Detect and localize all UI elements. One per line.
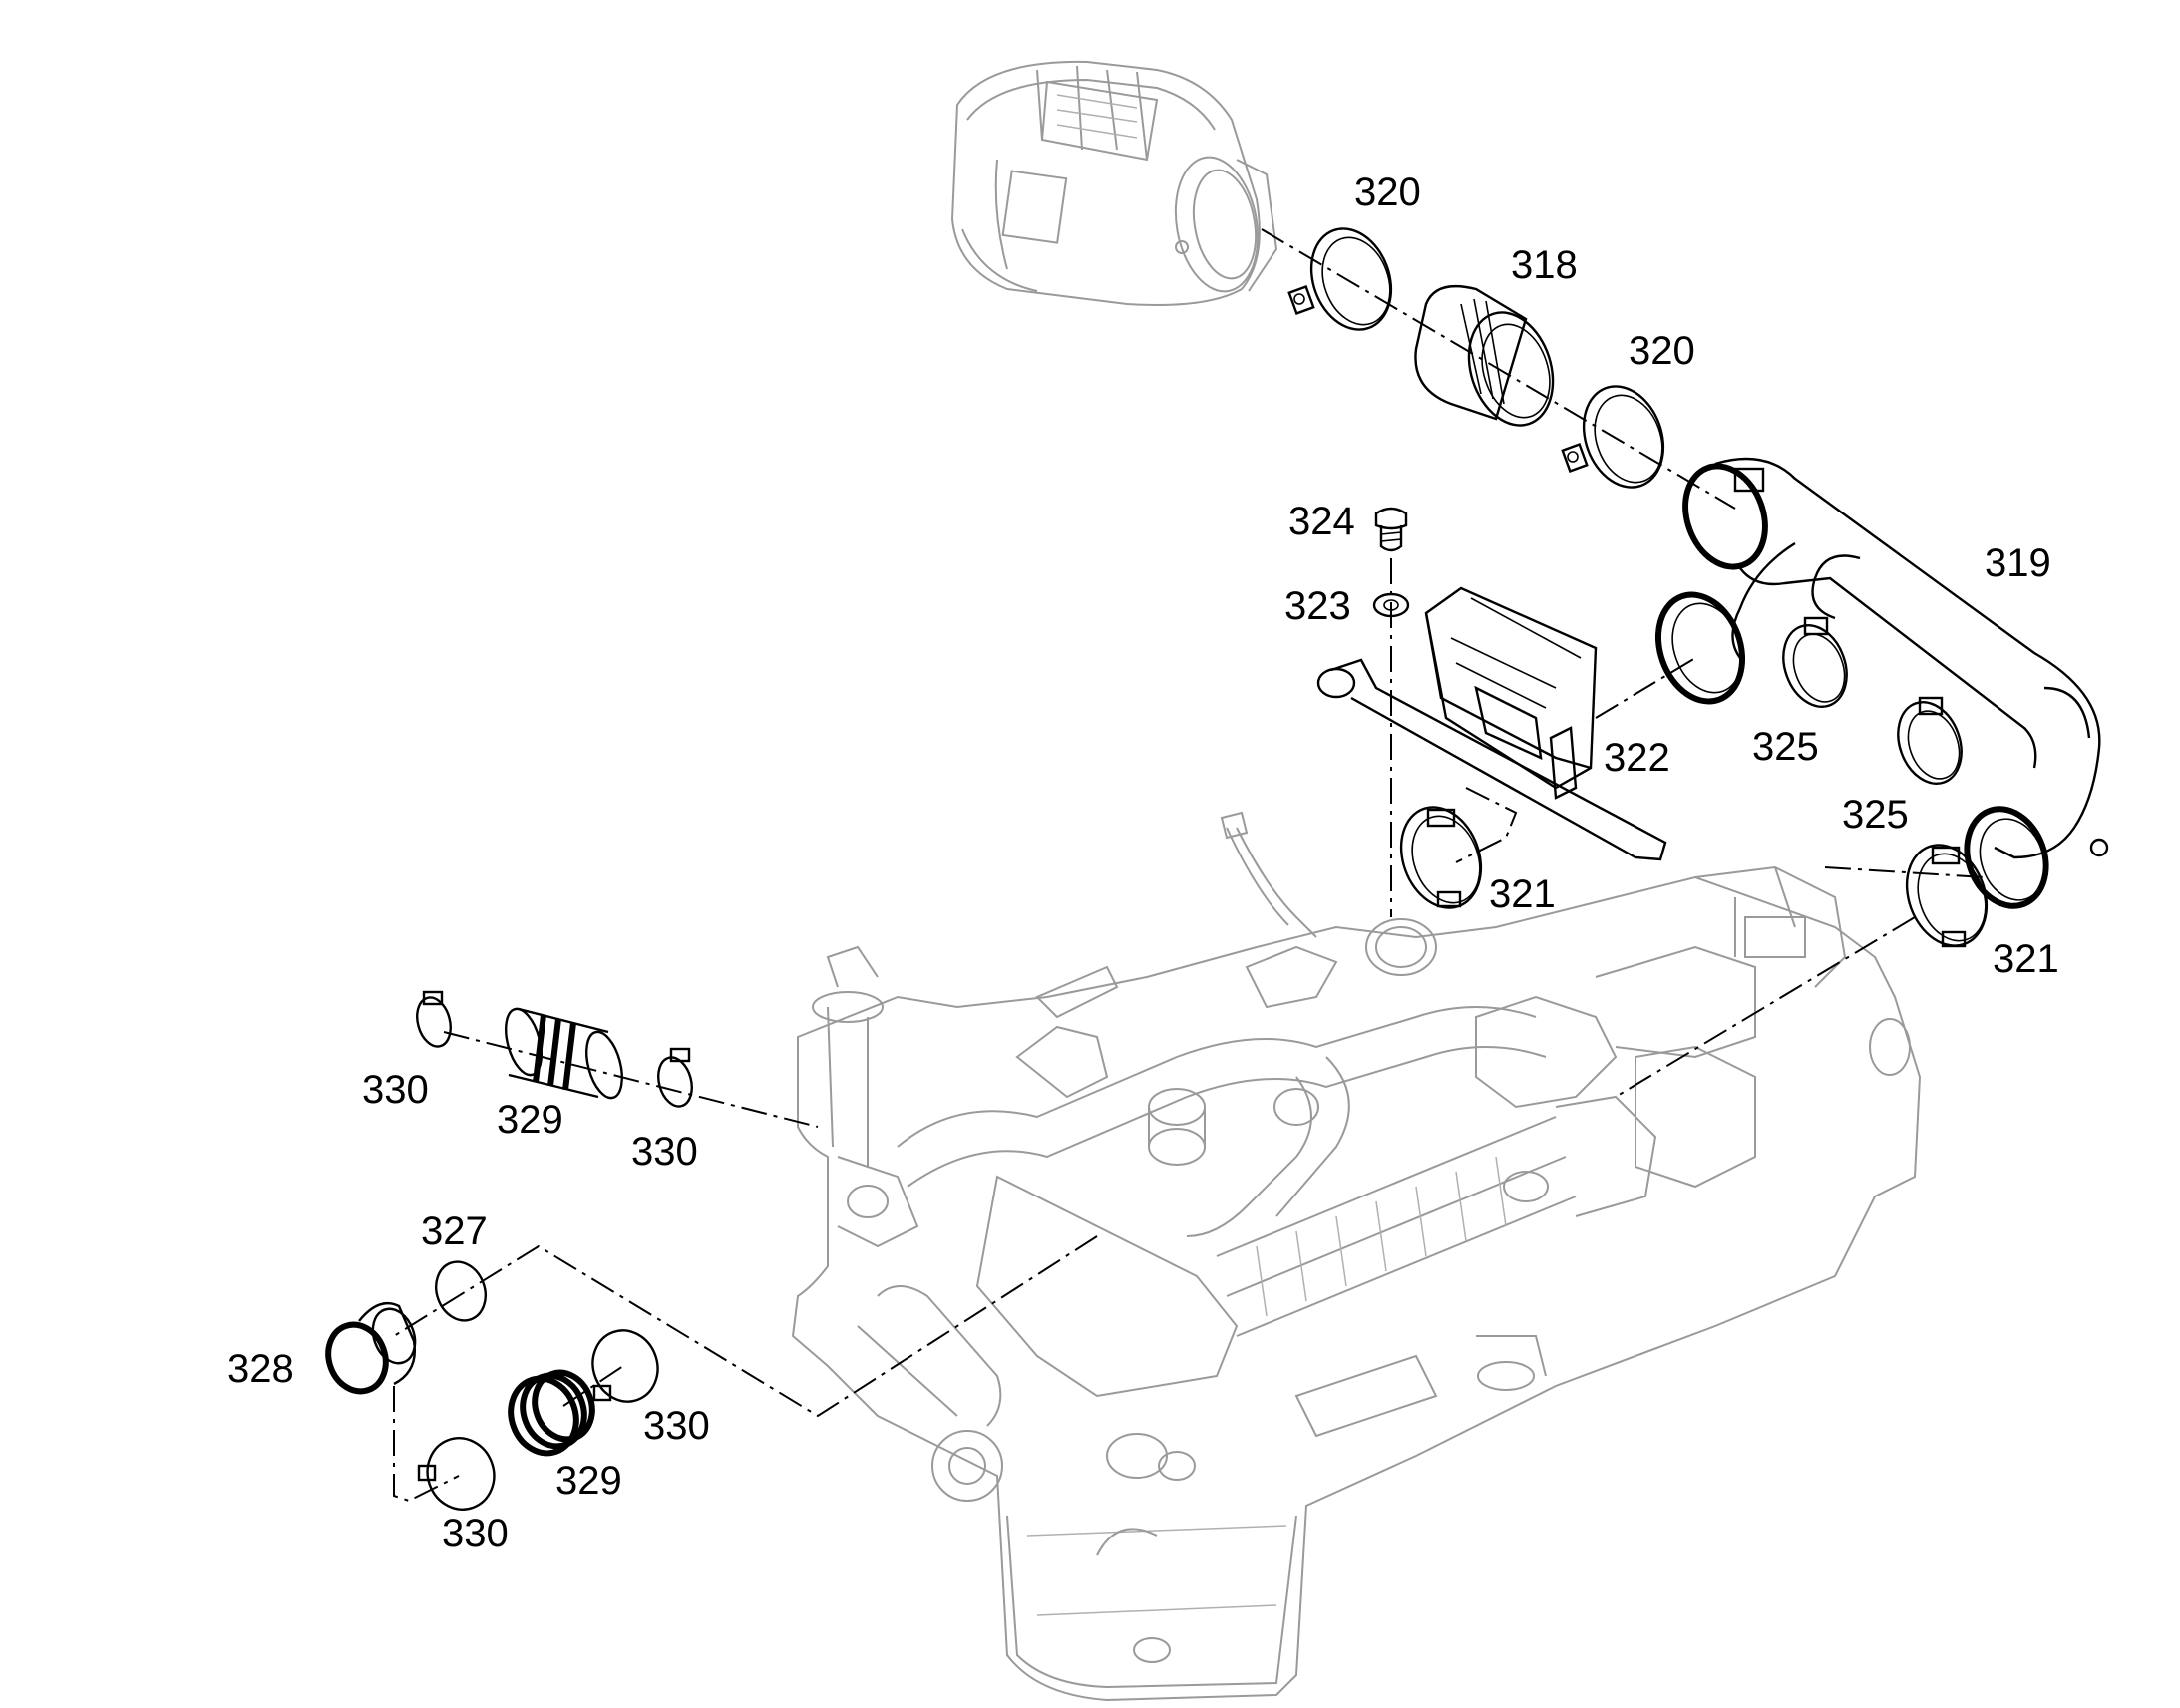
- callout-324: 324: [1288, 500, 1355, 543]
- elbow-328: [325, 1301, 417, 1395]
- bracket-322: [1316, 586, 1667, 861]
- callout-319: 319: [1985, 541, 2051, 585]
- callout-329-top: 329: [497, 1098, 563, 1142]
- callout-321-right: 321: [1993, 937, 2059, 981]
- callout-330-bottom-right: 330: [643, 1404, 710, 1448]
- clamp-330-top-right: [657, 1047, 693, 1108]
- hose-329-top: [505, 1007, 623, 1100]
- hose-318: [1414, 284, 1555, 427]
- callout-329-bottom: 329: [555, 1459, 622, 1503]
- clamp-330-bottom-left: [417, 1437, 496, 1511]
- engine-block: [791, 811, 1922, 1702]
- pipe-319: [1654, 457, 2109, 909]
- center-lines: [393, 228, 1986, 1503]
- callout-322: 322: [1604, 736, 1670, 780]
- callout-318: 318: [1511, 243, 1578, 287]
- clamp-321-a: [1399, 806, 1483, 909]
- clamp-330-top-left: [416, 990, 452, 1048]
- clamp-321-b: [1905, 844, 1989, 948]
- clamp-320-lower: [1561, 385, 1665, 489]
- callout-330-top-right: 330: [631, 1130, 698, 1174]
- callout-320-lower: 320: [1629, 329, 1695, 373]
- clamp-325-a: [1782, 616, 1848, 708]
- clamp-330-bottom-right: [591, 1329, 659, 1403]
- callout-330-bottom-left: 330: [442, 1512, 509, 1555]
- bolt-324: [1374, 507, 1408, 552]
- clamp-320-upper: [1287, 227, 1393, 331]
- callout-323: 323: [1284, 584, 1351, 628]
- clamp-325-b: [1897, 696, 1963, 785]
- callout-327: 327: [421, 1209, 488, 1253]
- air-filter-housing: [950, 60, 1278, 306]
- callout-321-left: 321: [1489, 872, 1556, 916]
- callout-320-upper: 320: [1354, 171, 1421, 214]
- ring-327: [435, 1260, 487, 1322]
- callout-325-upper: 325: [1752, 725, 1819, 769]
- hose-329-bottom: [508, 1369, 595, 1457]
- callout-325-lower: 325: [1842, 793, 1909, 837]
- callout-330-top-left: 330: [362, 1068, 429, 1112]
- callout-328: 328: [227, 1347, 294, 1391]
